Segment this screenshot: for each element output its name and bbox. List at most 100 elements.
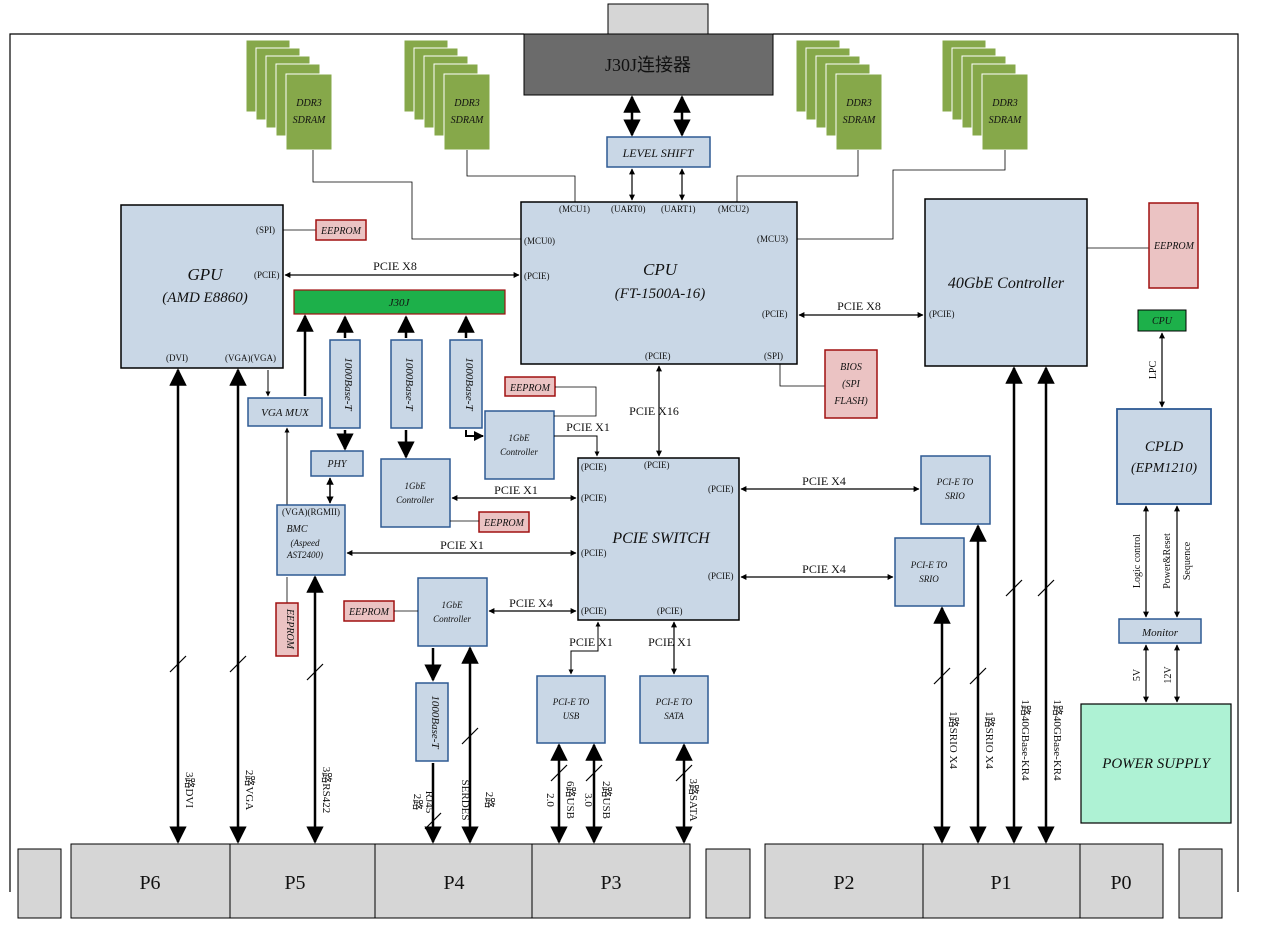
gbe-controller-1 <box>484 410 555 480</box>
diagram-label: 1000Base-T <box>429 695 441 749</box>
ddr-stack-3: DDR3 SDRAM <box>795 39 883 151</box>
j30j-connector-label: J30J连接器 <box>605 55 691 75</box>
connector-p0 <box>1079 843 1164 919</box>
diagram-label: LPC <box>1148 361 1159 380</box>
diagram-label: (MCU1) <box>559 204 590 214</box>
diagram-label: DDR3 <box>845 98 872 109</box>
diagram-label: CPU <box>1152 316 1173 327</box>
ddr-stack-2: DDR3 SDRAM <box>403 39 491 151</box>
diagram-label: (MCU3) <box>757 234 788 244</box>
diagram-label: (PCIE) <box>645 351 671 361</box>
diagram-label: EEPROM <box>348 607 390 618</box>
bmc-block <box>276 504 346 576</box>
diagram-label: (PCIE) <box>644 460 670 470</box>
diagram-label: PCI-E TO <box>655 697 693 707</box>
diagram-label: 2.0 <box>544 793 556 807</box>
connector-p5 <box>229 843 376 919</box>
diagram-label: (PCIE) <box>581 606 607 616</box>
diagram-label: 2路VGA <box>243 770 256 810</box>
bios-flash <box>824 349 878 419</box>
diagram-label: (PCIE) <box>581 548 607 558</box>
diagram-label: 40GbE Controller <box>948 275 1065 292</box>
diagram-label: (VGA)(RGMII) <box>282 507 340 517</box>
gpu-eeprom <box>315 219 367 241</box>
diagram-label: P2 <box>833 872 854 894</box>
diagram-label: SDRAM <box>843 115 876 126</box>
gbe1-eeprom <box>504 376 556 397</box>
diagram-label: (UART1) <box>661 204 695 214</box>
diagram-label: (PCIE) <box>657 606 683 616</box>
diagram-label: P1 <box>990 872 1011 894</box>
phy-block <box>310 450 364 477</box>
diagram-label: EEPROM <box>284 608 295 650</box>
diagram-label: (PCIE) <box>929 309 955 319</box>
diagram-label: EEPROM <box>483 518 525 529</box>
bus-lines <box>169 366 1055 844</box>
diagram-label: EEPROM <box>1153 241 1195 252</box>
diagram-label: PCIE X1 <box>566 420 610 434</box>
cpu-subtitle: (FT-1500A-16) <box>615 286 706 302</box>
gbe2-eeprom <box>478 511 530 533</box>
diagram-label: SRIO <box>919 574 939 584</box>
diagram-label: FLASH) <box>833 396 868 407</box>
diagram-label: 1GbE <box>405 481 426 491</box>
diagram-label: (VGA)(VGA) <box>225 353 276 363</box>
diagram-label: SDRAM <box>989 115 1022 126</box>
ddr-stack-1: DDR3 SDRAM <box>245 39 333 151</box>
gpu-title: GPU <box>188 265 225 284</box>
monitor-block <box>1118 618 1202 644</box>
diagram-label: SDRAM <box>451 115 484 126</box>
connector-row: P6 P5 P4 P3 P2 P1 P0 <box>17 843 1223 919</box>
diagram-label: 3路DVI <box>183 772 196 808</box>
controller-40gbe <box>924 198 1088 367</box>
diagram-label: (DVI) <box>166 353 188 363</box>
sata-bridge <box>639 675 709 744</box>
gpu-block <box>120 204 284 369</box>
diagram-label: PCIE X1 <box>494 483 538 497</box>
controller-eeprom <box>1148 202 1199 289</box>
diagram-label: PCIE SWITCH <box>611 530 711 547</box>
diagram-label: 1路SRIO X4 <box>983 711 996 769</box>
ddr-stack-4: DDR3 SDRAM <box>941 39 1029 151</box>
gbe-controller-3 <box>417 577 488 647</box>
diagram-label: PCIE X4 <box>802 474 846 488</box>
diagram-label: SATA <box>664 711 684 721</box>
diagram-label: SRIO <box>945 491 965 501</box>
diagram-label: PCIE X1 <box>569 635 613 649</box>
diagram-label: PCI-E TO <box>910 560 948 570</box>
diagram-label: (PCIE) <box>708 484 734 494</box>
diagram-label: (PCIE) <box>254 270 280 280</box>
diagram-label: (PCIE) <box>581 462 607 472</box>
vga-mux <box>247 397 323 427</box>
diagram-label: 3路SATA <box>687 778 700 821</box>
diagram-label: BIOS <box>840 362 862 373</box>
board-outline <box>9 33 1239 892</box>
power-supply <box>1080 703 1232 824</box>
diagram-label: 1000Base-T <box>463 357 475 411</box>
connector-p3 <box>531 843 691 919</box>
diagram-label: 1GbE <box>442 600 463 610</box>
diagram-label: (SPI <box>842 379 860 390</box>
diagram-label: 2路 <box>483 792 496 809</box>
diagram-label: (UART0) <box>611 204 645 214</box>
level-shift <box>606 136 711 168</box>
diagram-label: 5V <box>1132 668 1143 681</box>
diagram-label: 2路 <box>411 794 424 811</box>
diagram-label: (MCU2) <box>718 204 749 214</box>
diagram-label: (EPM1210) <box>1131 461 1197 476</box>
bmc-eeprom <box>275 602 299 657</box>
diagram-label: 3路RS422 <box>320 767 333 813</box>
diagram-label: 3.0 <box>582 793 594 807</box>
cpu-title: CPU <box>643 260 679 279</box>
diagram-label: Power&Reset <box>1162 533 1173 589</box>
diagram-label: DDR3 <box>991 98 1018 109</box>
diagram-label: AST2400) <box>286 550 323 560</box>
diagram-label: (PCIE) <box>708 571 734 581</box>
srio-bridge-1 <box>920 455 991 525</box>
diagram-label: PCIE X1 <box>648 635 692 649</box>
diagram-label: 1000Base-T <box>403 357 415 411</box>
diagram-label: POWER SUPPLY <box>1101 756 1211 772</box>
gpu-subtitle: (AMD E8860) <box>162 290 247 306</box>
pcie-switch <box>577 457 740 621</box>
